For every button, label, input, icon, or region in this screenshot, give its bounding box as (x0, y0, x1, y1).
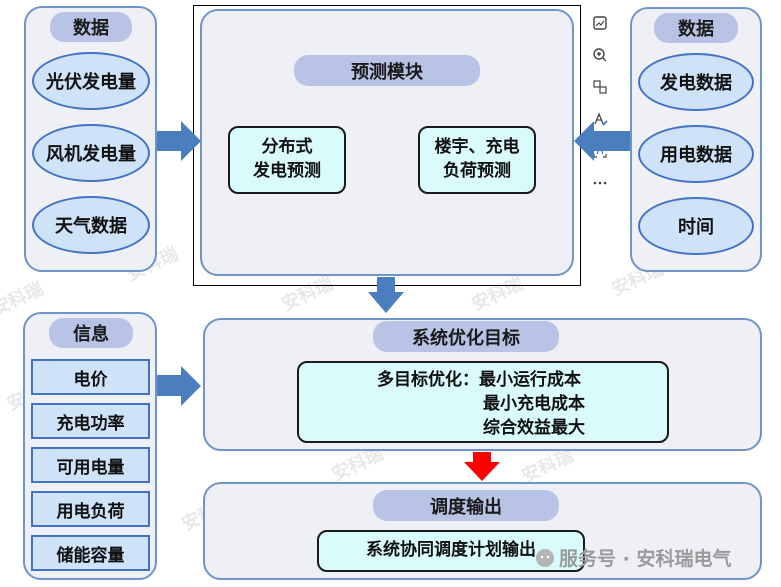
zoom-in-icon[interactable] (587, 42, 613, 68)
forecast-a-line1: 分布式 (261, 137, 313, 158)
forecast-panel: 预测模块 分布式 发电预测 楼宇、充电 负荷预测 (200, 9, 574, 276)
oval-weather-data: 天气数据 (32, 196, 150, 254)
forecast-a-line2: 发电预测 (253, 161, 321, 181)
translate-icon[interactable] (587, 74, 613, 100)
info-item-charging-power: 充电功率 (31, 403, 150, 439)
forecast-title: 预测模块 (294, 55, 480, 86)
forecast-b-line1: 楼宇、充电 (434, 137, 520, 158)
optimization-panel: 系统优化目标 多目标优化：最小运行成本 最小充电成本 综合效益最大 (203, 318, 762, 451)
wechat-icon (536, 548, 554, 567)
info-item-storage-capacity: 储能容量 (31, 535, 150, 571)
info-item-available-energy: 可用电量 (31, 447, 150, 483)
right-data-title: 数据 (654, 13, 738, 43)
arrow-info-to-optimization (157, 366, 201, 406)
right-data-panel: 数据 发电数据 用电数据 时间 (630, 7, 762, 272)
info-title: 信息 (49, 318, 133, 348)
building-charging-load-forecast: 楼宇、充电 负荷预测 (418, 126, 536, 194)
left-data-panel: 数据 光伏发电量 风机发电量 天气数据 (24, 6, 157, 272)
arrow-left-to-forecast (157, 121, 201, 161)
distributed-generation-forecast: 分布式 发电预测 (228, 126, 346, 194)
footer-text: 服务号 · 安科瑞电气 (559, 548, 732, 570)
oval-wind-generation: 风机发电量 (32, 124, 150, 182)
text-annotate-icon[interactable] (587, 106, 613, 132)
oval-consumption-data: 用电数据 (638, 125, 754, 183)
arrow-forecast-to-optimization (368, 277, 404, 313)
image-edit-icon[interactable] (587, 10, 613, 36)
info-item-load: 用电负荷 (31, 491, 150, 527)
forecast-b-line2: 负荷预测 (443, 161, 511, 181)
more-options-icon[interactable] (587, 170, 613, 196)
optimization-objectives: 多目标优化：最小运行成本 最小充电成本 综合效益最大 (297, 361, 669, 443)
image-toolbar (586, 10, 614, 220)
left-data-title: 数据 (50, 12, 132, 42)
arrow-right-to-forecast (574, 121, 630, 161)
info-panel: 信息 电价 充电功率 可用电量 用电负荷 储能容量 (23, 312, 157, 580)
oval-time: 时间 (638, 197, 754, 255)
arrow-optimization-to-dispatch (464, 452, 500, 481)
oval-generation-data: 发电数据 (638, 53, 754, 111)
dispatch-title: 调度输出 (373, 490, 559, 521)
objective-line-2: 最小充电成本 (483, 393, 585, 414)
optimization-title: 系统优化目标 (373, 321, 559, 352)
objective-line-3: 综合效益最大 (483, 417, 585, 438)
footer-watermark: 服务号 · 安科瑞电气 (535, 544, 731, 571)
oval-pv-generation: 光伏发电量 (32, 52, 150, 110)
objective-line-1: 多目标优化：最小运行成本 (377, 370, 581, 390)
info-item-price: 电价 (31, 359, 150, 395)
